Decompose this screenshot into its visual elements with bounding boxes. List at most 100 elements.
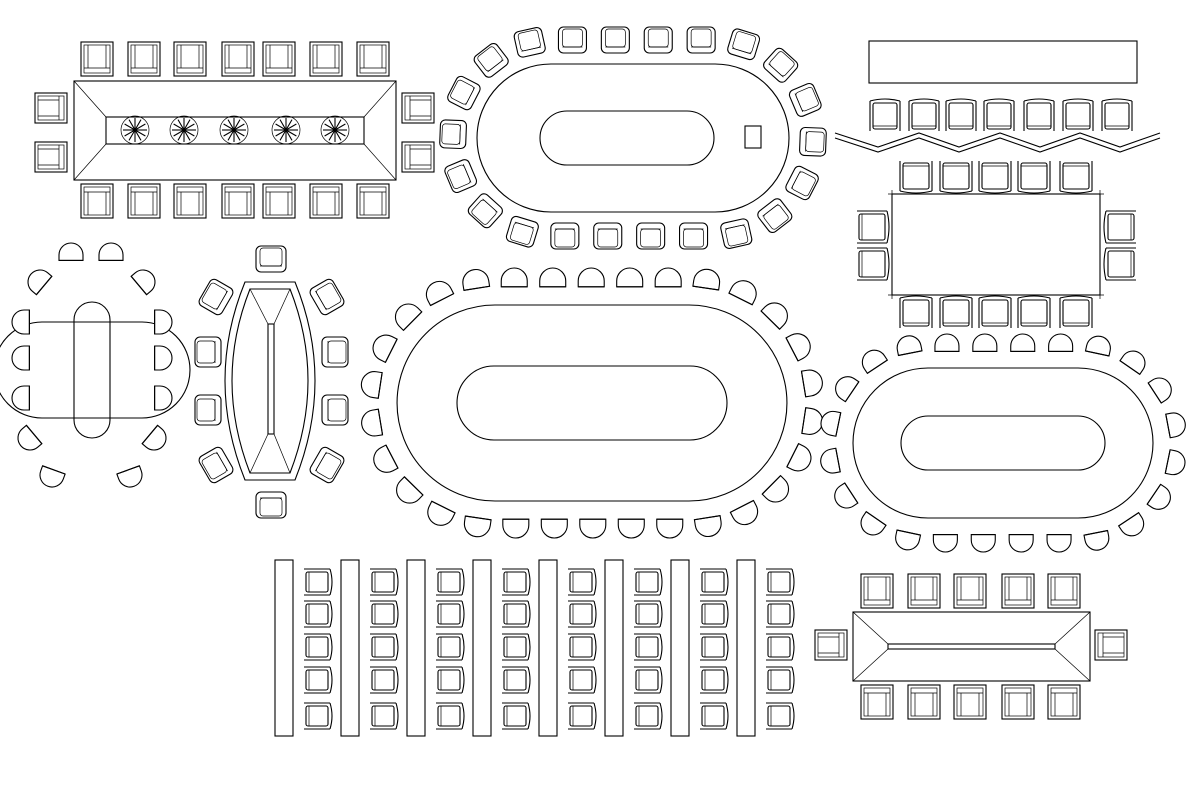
planter [271, 115, 301, 145]
medium-racetrack-table [820, 333, 1186, 553]
chair [262, 41, 296, 77]
chair [309, 446, 345, 484]
chair [970, 534, 996, 553]
chair [978, 161, 1012, 194]
large-racetrack-table [360, 267, 824, 539]
chair [700, 568, 729, 596]
chair [396, 476, 424, 504]
chair [255, 245, 287, 273]
chair [1165, 412, 1186, 439]
chair [953, 684, 987, 720]
chair [1017, 295, 1051, 328]
chair [154, 345, 173, 371]
chair [467, 193, 503, 229]
chair [861, 349, 889, 375]
chevron-seating-row [834, 40, 1161, 153]
chair [309, 278, 345, 316]
chair [785, 333, 811, 362]
square-meeting-table [857, 161, 1136, 328]
chair [1146, 483, 1171, 510]
chair [760, 302, 788, 330]
chair [173, 183, 207, 219]
chair [656, 518, 684, 539]
chair [1001, 684, 1035, 720]
chair [932, 534, 958, 553]
chair [895, 529, 922, 551]
classroom-rows [274, 559, 795, 737]
chair [857, 210, 890, 244]
chair [27, 269, 53, 296]
chair [502, 518, 530, 539]
small-oval-table [0, 242, 191, 488]
rectangular-boardroom-table-with-planters [34, 41, 435, 219]
chair [634, 568, 663, 596]
chair [505, 215, 539, 248]
chair [568, 600, 597, 628]
chair [1119, 350, 1146, 376]
chair [39, 465, 66, 488]
chair [439, 119, 467, 150]
chair [634, 600, 663, 628]
chair [907, 684, 941, 720]
chair [34, 92, 68, 124]
chair [11, 385, 30, 411]
chair [860, 573, 894, 609]
chair [1023, 98, 1055, 131]
chair [198, 446, 234, 484]
desk [406, 559, 426, 737]
chair [800, 369, 823, 398]
chair [262, 183, 296, 219]
chair [127, 183, 161, 219]
chair [972, 333, 998, 352]
chair [154, 385, 173, 411]
chair [539, 267, 567, 288]
chair [304, 633, 333, 661]
chair [766, 702, 795, 730]
chair [1147, 377, 1172, 404]
chair [934, 333, 960, 352]
chair [727, 28, 761, 61]
chair [513, 27, 546, 58]
chair [502, 666, 531, 694]
chair [141, 424, 167, 451]
chair [634, 702, 663, 730]
chair [1048, 333, 1074, 352]
chair [1059, 161, 1093, 194]
chair [579, 518, 607, 539]
small-rectangular-table [814, 573, 1128, 720]
chair [899, 161, 933, 194]
chair [309, 183, 343, 219]
chair [304, 568, 333, 596]
chair [1101, 98, 1133, 131]
chair [194, 394, 222, 426]
chair [540, 518, 568, 539]
chair [729, 499, 759, 526]
chair [221, 41, 255, 77]
chair [427, 500, 456, 526]
chair [1117, 511, 1145, 537]
chair [401, 92, 435, 124]
chair [766, 600, 795, 628]
chair [304, 600, 333, 628]
chair [436, 666, 465, 694]
chair [321, 336, 349, 368]
chair [983, 98, 1015, 131]
chair [654, 267, 682, 288]
chair [693, 515, 722, 538]
chair [568, 702, 597, 730]
desk [736, 559, 756, 737]
chair [757, 198, 793, 234]
chair [370, 633, 399, 661]
chair [360, 371, 383, 399]
chair [568, 633, 597, 661]
chair [373, 444, 399, 473]
chair [679, 222, 709, 250]
chair [116, 465, 143, 488]
chair [907, 573, 941, 609]
chair [1046, 534, 1072, 553]
chair [820, 410, 842, 437]
chair [834, 482, 859, 509]
chair [788, 82, 822, 117]
